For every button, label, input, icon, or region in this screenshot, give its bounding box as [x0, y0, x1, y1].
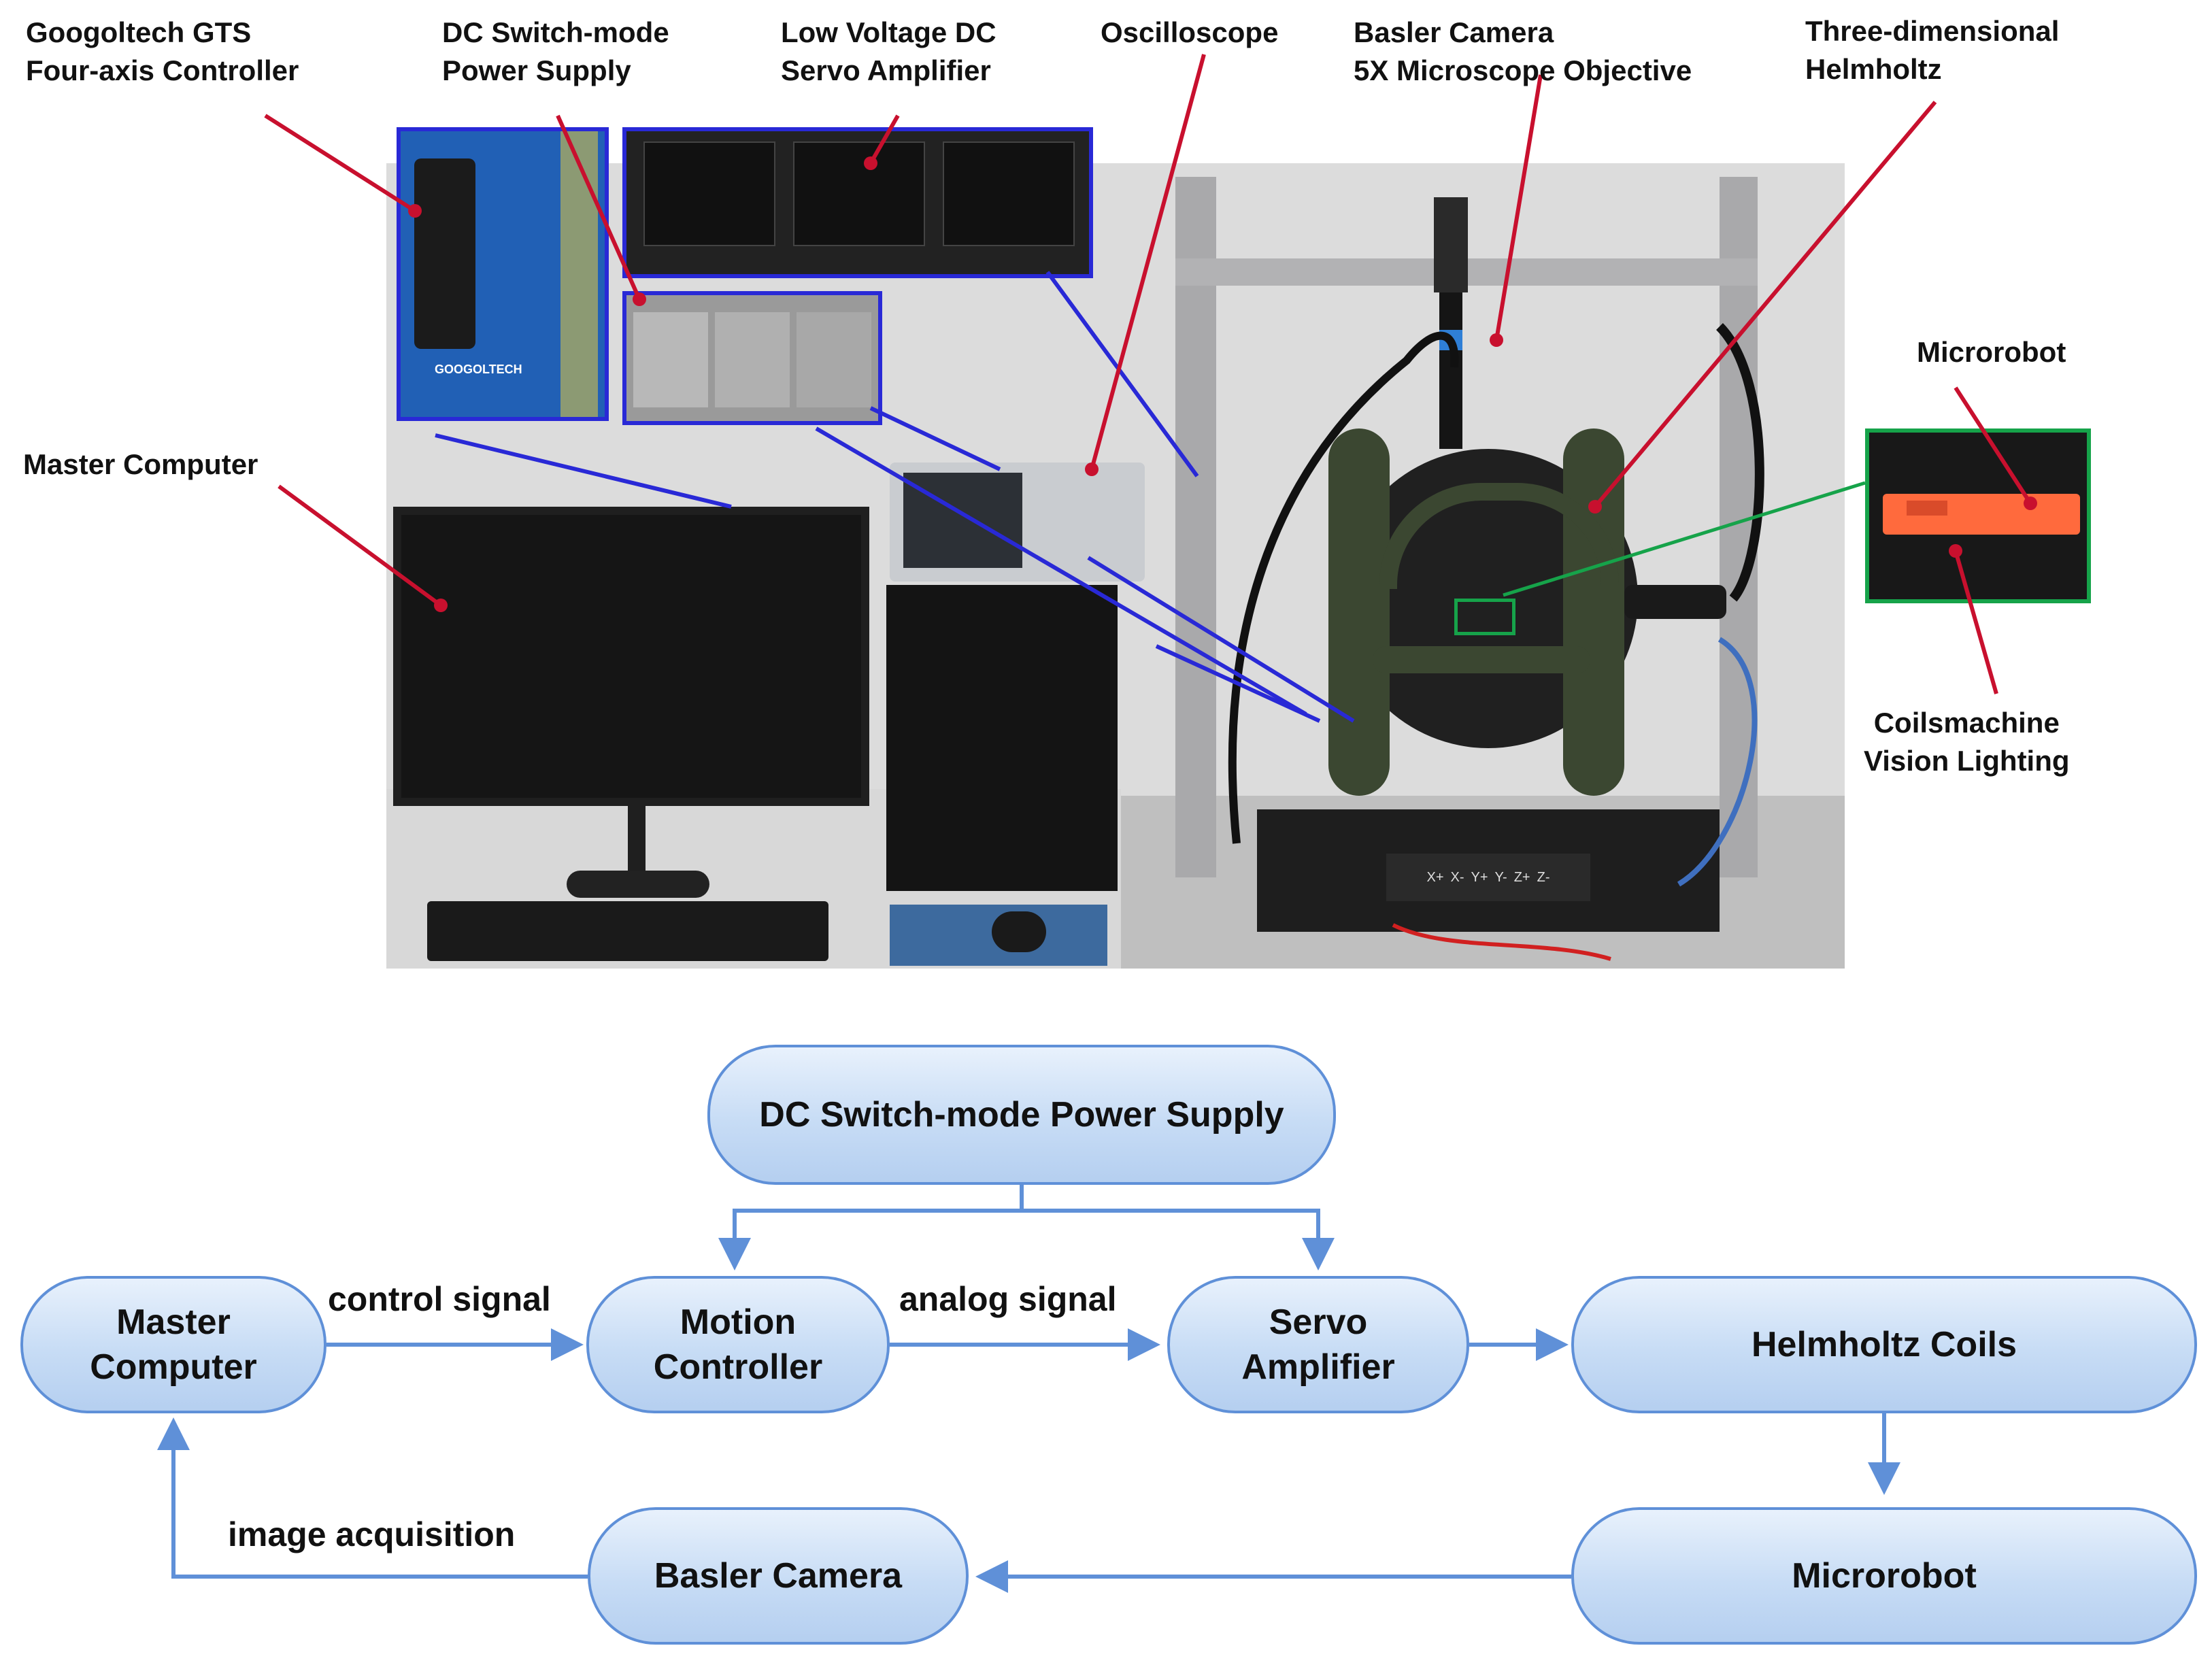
controller-brand-text: GOOGOLTECH: [435, 363, 522, 376]
microrobot-zoom-source: [1454, 599, 1515, 635]
controller-terminal-strip: [560, 131, 598, 417]
controller-inset: GOOGOLTECH: [397, 127, 609, 421]
camera-body: [1434, 197, 1468, 292]
cables: [1228, 323, 1764, 961]
power-supply-unit: [715, 312, 790, 407]
microrobot-zoom-inset: [1865, 428, 2091, 603]
node-power-supply: DC Switch-mode Power Supply: [707, 1045, 1336, 1185]
monitor: [393, 507, 869, 806]
mouse: [992, 911, 1046, 952]
axis-port-label: Z+: [1513, 869, 1530, 885]
axis-port-label: X-: [1450, 869, 1464, 885]
microrobot-body: [1907, 501, 1947, 516]
monitor-stand: [628, 806, 646, 877]
label-microrobot: Microrobot: [1917, 336, 2066, 368]
side-light: [1624, 585, 1726, 619]
label-oscilloscope: Oscilloscope: [1101, 16, 1279, 48]
arrow-power-to-servo: [1022, 1209, 1335, 1271]
axis-port-label: Y+: [1471, 869, 1488, 885]
axis-port-label: Z-: [1537, 869, 1550, 885]
axis-port-label: X+: [1426, 869, 1444, 885]
arrow-camera-to-computer: [157, 1417, 588, 1579]
edge-label-control-signal: control signal: [328, 1280, 551, 1318]
keyboard: [427, 901, 828, 961]
controller-connector-block: [414, 158, 475, 349]
helmholtz-coil-right: [1563, 428, 1624, 796]
aluminum-frame-left: [1175, 177, 1216, 877]
axis-port-label: Y-: [1494, 869, 1507, 885]
helmholtz-coil-left: [1328, 428, 1390, 796]
power-supply-inset: [622, 291, 882, 425]
axis-port-panel: X+ X- Y+ Y- Z+ Z-: [1386, 854, 1590, 901]
monitor-foot: [567, 871, 709, 898]
servo-unit: [793, 141, 925, 246]
pc-tower: [886, 585, 1118, 891]
camera-objective: [1439, 292, 1462, 449]
servo-unit: [943, 141, 1075, 246]
edge-label-analog-signal: analog signal: [899, 1280, 1117, 1318]
callout-lines: [264, 54, 2037, 723]
node-microrobot: Microrobot: [1571, 1507, 2197, 1645]
node-basler-camera: Basler Camera: [588, 1507, 969, 1645]
power-supply-unit: [797, 312, 871, 407]
label-master-computer: Master Computer: [23, 448, 258, 480]
arrow-power-to-motion: [718, 1185, 1024, 1271]
helmholtz-coil-ring: [1373, 646, 1590, 673]
power-supply-unit: [633, 312, 708, 407]
servo-amplifier-inset: [622, 127, 1093, 278]
edge-label-image-acquisition: image acquisition: [228, 1515, 516, 1553]
servo-unit: [643, 141, 775, 246]
node-helmholtz-coils: Helmholtz Coils: [1571, 1276, 2197, 1413]
